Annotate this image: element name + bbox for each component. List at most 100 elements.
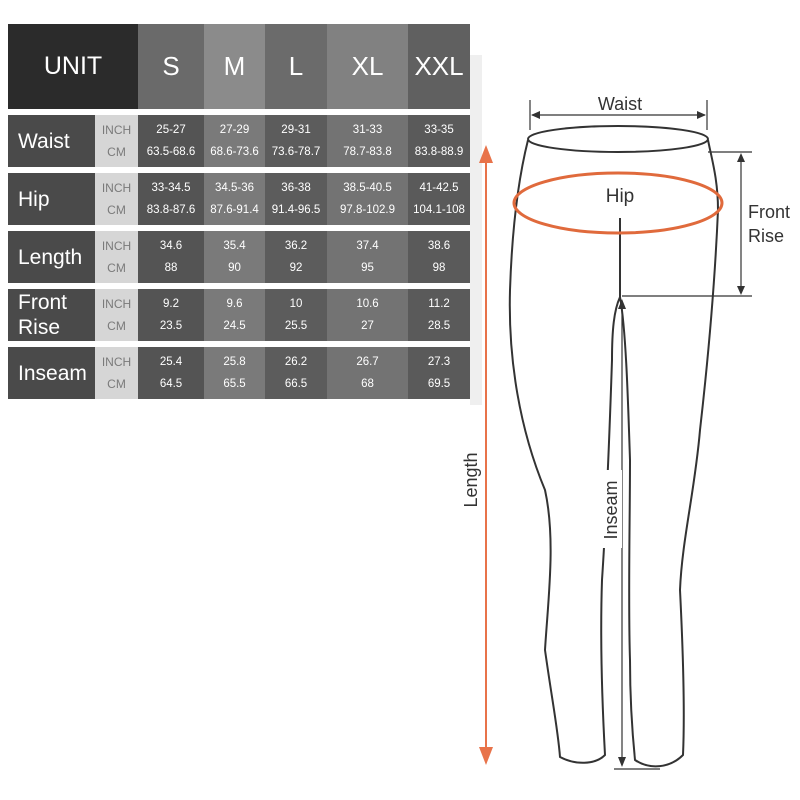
value-inch: 27.3: [427, 356, 451, 368]
value-cell: 10.6 27: [327, 289, 409, 341]
value-cell: 10 25.5: [265, 289, 328, 341]
measure-label-hip: Hip: [8, 173, 95, 225]
size-header-xxl: XXL: [408, 24, 471, 109]
value-inch: 10: [289, 298, 303, 310]
value-cm: 90: [228, 262, 241, 274]
value-cell: 36.2 92: [265, 231, 328, 283]
value-cm: 66.5: [284, 378, 308, 390]
length-arrow-top: [479, 145, 493, 163]
value-inch: 36-38: [281, 182, 311, 194]
unit-inch: INCH: [101, 297, 132, 311]
hip-label: Hip: [606, 186, 635, 207]
unit-inch: INCH: [101, 181, 132, 195]
value-inch: 29-31: [281, 124, 311, 136]
value-cell: 27-29 68.6-73.6: [204, 115, 266, 167]
value-cm: 24.5: [223, 320, 246, 332]
value-inch: 9.6: [226, 298, 243, 310]
value-cm: 87.6-91.4: [210, 204, 259, 216]
value-cm: 27: [361, 320, 374, 332]
value-inch: 25-27: [156, 124, 186, 136]
value-cell: 25.8 65.5: [204, 347, 266, 399]
value-inch: 36.2: [284, 240, 308, 252]
value-inch: 25.4: [159, 356, 183, 368]
value-inch: 35.4: [223, 240, 246, 252]
front-rise-label-line1: Front: [748, 202, 790, 222]
value-cell: 25.4 64.5: [138, 347, 205, 399]
waist-arrow-right: [697, 111, 706, 119]
measure-label-waist: Waist: [8, 115, 95, 167]
waist-arrow-left: [531, 111, 540, 119]
value-cm: 95: [361, 262, 374, 274]
unit-cm: CM: [107, 203, 126, 217]
value-inch: 26.2: [284, 356, 308, 368]
value-cm: 23.5: [159, 320, 183, 332]
value-cm: 83.8-87.6: [146, 204, 196, 216]
value-inch: 25.8: [223, 356, 246, 368]
value-inch: 34.6: [159, 240, 183, 252]
front-rise-arrow-top: [737, 153, 745, 162]
value-cm: 65.5: [223, 378, 246, 390]
value-cm: 92: [289, 262, 303, 274]
waist-dimension: [529, 100, 708, 130]
value-cell: 31-33 78.7-83.8: [327, 115, 409, 167]
length-label: Length: [461, 452, 481, 507]
value-cm: 91.4-96.5: [271, 204, 321, 216]
value-cell: 25-27 63.5-68.6: [138, 115, 205, 167]
value-cm: 78.7-83.8: [343, 146, 392, 158]
value-cell: 34.5-36 87.6-91.4: [204, 173, 266, 225]
unit-cm: CM: [107, 319, 126, 333]
value-cm: 63.5-68.6: [146, 146, 196, 158]
value-cell: 26.2 66.5: [265, 347, 328, 399]
value-cm: 28.5: [427, 320, 451, 332]
hip-measure-ellipse: [512, 171, 724, 235]
inseam-label: Inseam: [601, 480, 621, 539]
value-cm: 98: [432, 262, 446, 274]
length-dimension: [479, 145, 493, 765]
value-cm: 64.5: [159, 378, 183, 390]
value-cm: 73.6-78.7: [271, 146, 321, 158]
inseam-arrow-bottom: [618, 757, 626, 767]
value-cm: 68: [361, 378, 374, 390]
value-inch: 34.5-36: [215, 182, 255, 194]
value-inch: 11.2: [428, 298, 450, 310]
size-header-xl: XL: [327, 24, 409, 109]
front-rise-arrow-bottom: [737, 286, 745, 295]
value-inch: 31-33: [352, 124, 383, 136]
value-cm: 104.1-108: [413, 204, 465, 216]
value-inch: 41-42.5: [419, 182, 459, 194]
value-cell: 36-38 91.4-96.5: [265, 173, 328, 225]
value-cell: 35.4 90: [204, 231, 266, 283]
value-cell: 34.6 88: [138, 231, 205, 283]
value-cm: 68.6-73.6: [210, 146, 259, 158]
size-header-l: L: [265, 24, 328, 109]
length-arrow-bottom: [479, 747, 493, 765]
value-cell: 41-42.5 104.1-108: [408, 173, 471, 225]
value-cm: 25.5: [284, 320, 308, 332]
value-cell: 9.6 24.5: [204, 289, 266, 341]
header-row: UNIT S M L XL XXL: [8, 24, 471, 109]
value-cm: 88: [164, 262, 178, 274]
value-cm: 83.8-88.9: [414, 146, 464, 158]
unit-inch: INCH: [101, 355, 132, 369]
value-inch: 27-29: [219, 124, 250, 136]
unit-cm: CM: [107, 261, 126, 275]
size-header-m: M: [204, 24, 266, 109]
value-inch: 38.5-40.5: [343, 182, 392, 194]
front-rise-label-line2: Rise: [748, 226, 784, 246]
value-inch: 10.6: [356, 298, 379, 310]
value-cell: 29-31 73.6-78.7: [265, 115, 328, 167]
